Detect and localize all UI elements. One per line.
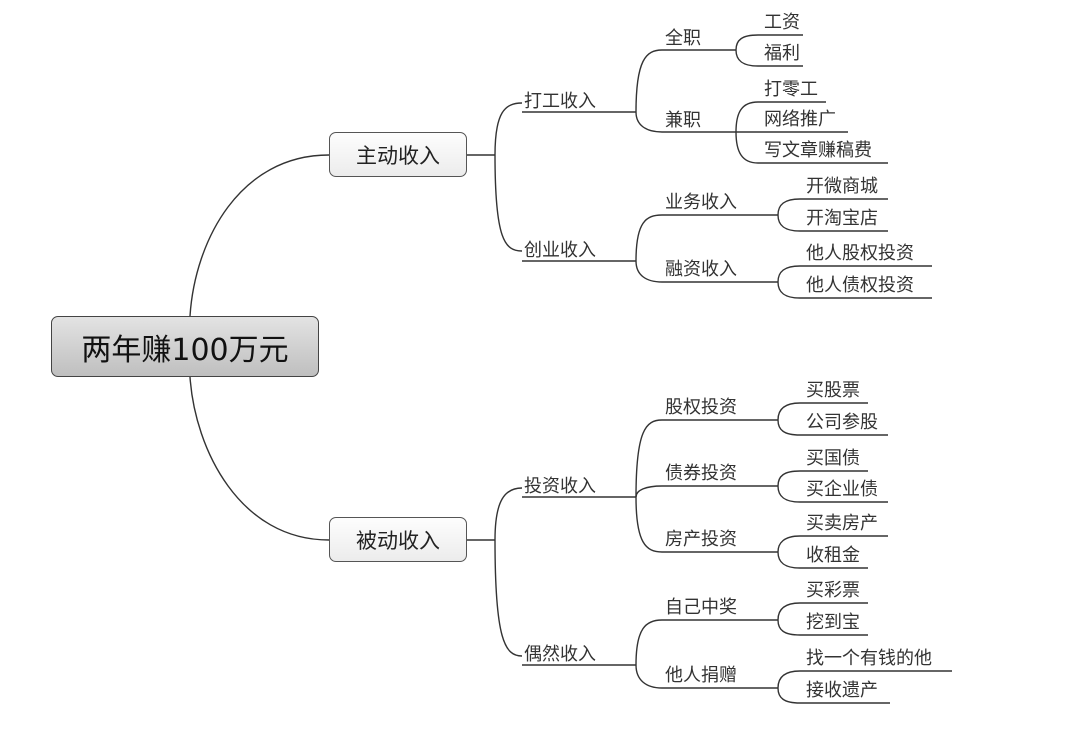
connector-leaf <box>777 470 801 487</box>
connector-leaf <box>777 281 801 299</box>
connector-investment-equity <box>635 419 663 498</box>
leaf-taobao-store[interactable]: 开淘宝店 <box>806 208 878 229</box>
connector-leaf <box>777 265 801 283</box>
connector-work-fulltime <box>635 49 663 113</box>
connector-leaf <box>777 419 801 436</box>
connector-passive-chance <box>494 539 523 657</box>
connector-leaf <box>735 131 759 164</box>
leaf-salary[interactable]: 工资 <box>764 12 800 33</box>
node-parttime[interactable]: 兼职 <box>665 110 701 131</box>
node-lottery-win[interactable]: 自己中奖 <box>665 597 737 618</box>
node-active-income[interactable]: 主动收入 <box>329 132 467 177</box>
connector-leaf <box>735 101 759 133</box>
leaf-rich-partner[interactable]: 找一个有钱的他 <box>806 648 932 669</box>
leaf-real-estate-trading[interactable]: 买卖房产 <box>806 513 878 534</box>
connector-leaf <box>777 670 801 689</box>
leaf-odd-jobs[interactable]: 打零工 <box>764 79 818 100</box>
connector-leaf <box>777 619 801 636</box>
leaf-equity-from-others[interactable]: 他人股权投资 <box>806 243 914 264</box>
node-financing-income[interactable]: 融资收入 <box>665 259 737 280</box>
node-chance-income[interactable]: 偶然收入 <box>524 644 596 665</box>
leaf-online-promotion[interactable]: 网络推广 <box>764 109 836 130</box>
connector-passive-investment <box>494 487 523 541</box>
leaf-buy-stocks[interactable]: 买股票 <box>806 380 860 401</box>
leaf-debt-from-others[interactable]: 他人债权投资 <box>806 275 914 296</box>
connector-work-parttime <box>635 111 663 133</box>
connector-leaf <box>777 402 801 421</box>
connector-leaf <box>777 535 801 553</box>
node-work-income[interactable]: 打工收入 <box>524 91 596 112</box>
connector-investment-property <box>635 496 663 553</box>
connector-leaf <box>777 687 801 704</box>
leaf-benefits[interactable]: 福利 <box>764 43 800 64</box>
node-bond-investment[interactable]: 债券投资 <box>665 463 737 484</box>
connector-startup-financing <box>635 260 663 283</box>
connector-root-active <box>189 154 330 317</box>
leaf-corporate-bonds[interactable]: 买企业债 <box>806 479 878 500</box>
node-equity-investment[interactable]: 股权投资 <box>665 397 737 418</box>
connector-leaf <box>777 602 801 621</box>
leaf-rent-collection[interactable]: 收租金 <box>806 545 860 566</box>
leaf-wechat-mall[interactable]: 开微商城 <box>806 176 878 197</box>
connector-leaf <box>777 214 801 232</box>
node-fulltime[interactable]: 全职 <box>665 28 701 49</box>
node-property-investment[interactable]: 房产投资 <box>665 529 737 550</box>
connector-chance-lottery <box>635 619 663 666</box>
connector-active-work <box>494 102 523 156</box>
connector-investment-bond <box>635 485 663 498</box>
connector-leaf <box>777 551 801 569</box>
node-investment-income[interactable]: 投资收入 <box>524 476 596 497</box>
connector-leaf <box>777 485 801 503</box>
node-startup-income[interactable]: 创业收入 <box>524 240 596 261</box>
connector-chance-donation <box>635 664 663 689</box>
node-business-income[interactable]: 业务收入 <box>665 192 737 213</box>
connector-startup-business <box>635 214 663 262</box>
leaf-writing-fees[interactable]: 写文章赚稿费 <box>764 140 872 161</box>
connector-root-passive <box>189 376 330 541</box>
connector-active-startup <box>494 154 523 252</box>
connector-leaf <box>735 49 759 67</box>
leaf-treasury-bonds[interactable]: 买国债 <box>806 448 860 469</box>
leaf-company-stake[interactable]: 公司参股 <box>806 412 878 433</box>
node-donation[interactable]: 他人捐赠 <box>665 665 737 686</box>
connector-leaf <box>735 34 759 51</box>
root-node[interactable]: 两年赚100万元 <box>51 316 319 377</box>
leaf-find-treasure[interactable]: 挖到宝 <box>806 612 860 633</box>
node-passive-income[interactable]: 被动收入 <box>329 517 467 562</box>
leaf-lottery-tickets[interactable]: 买彩票 <box>806 580 860 601</box>
leaf-inheritance[interactable]: 接收遗产 <box>806 680 878 701</box>
connector-leaf <box>777 198 801 216</box>
